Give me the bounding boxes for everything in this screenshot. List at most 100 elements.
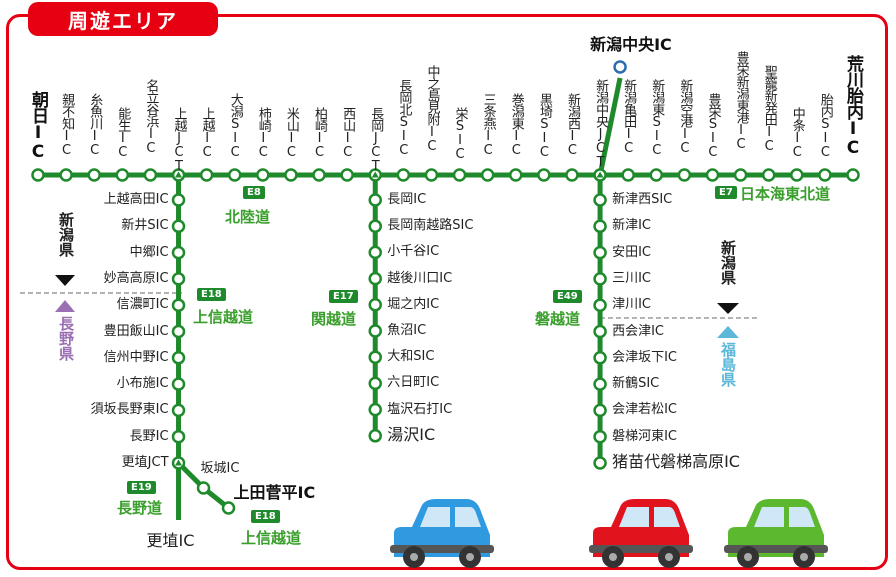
label-kanetsu-8: 塩沢石打IC [387,401,453,417]
label-joshinetsu-1: 新井SIC [121,218,169,234]
station-kanetsu-0 [368,193,382,207]
station-main-19 [565,168,579,182]
label-main-8: 柿崎IC [255,107,271,159]
label-joshinetsu-8: 須坂長野東IC [90,402,169,418]
road-code-e17: E17 [329,290,358,303]
label-banetsu-2: 安田IC [612,244,651,260]
station-main-14 [424,168,439,182]
arrow-niigata-east [717,303,739,314]
station-main-18 [537,168,551,182]
label-banetsu-5: 西会津IC [612,323,664,339]
station-joshinetsu-5 [171,324,186,339]
label-main-16: 三条燕IC [480,93,496,157]
label-main-29: 荒川胎内IC [843,55,863,157]
station-main-6 [199,168,214,182]
road-code-e8: E8 [243,186,265,199]
station-main-23 [677,168,692,182]
station-main-12-mark [371,171,379,178]
station-sakaki-ic [196,481,211,495]
label-main-3: 能生IC [115,107,131,159]
station-banetsu-6 [593,351,607,365]
car-icon-0 [390,499,494,568]
label-main-9: 米山IC [283,107,299,159]
label-main-24: 豊栄SIC [705,93,721,159]
label-main-6: 上越IC [199,107,215,159]
niigata-chuo-spur-line [597,77,623,176]
label-joshinetsu-9: 長野IC [129,428,169,444]
label-main-25: 豊栄新潟東港IC [733,51,749,151]
label-banetsu-1: 新津IC [612,218,651,234]
label-banetsu-0: 新津西SIC [612,192,673,207]
station-main-22 [649,168,664,182]
label-main-5: 上越JCT [171,107,187,173]
label-main-11: 西山IC [340,107,356,159]
station-main-4 [143,168,158,182]
station-main-24 [705,168,720,182]
station-main-11 [340,168,354,182]
label-banetsu-10: 猪苗代磐梯高原IC [612,452,740,471]
label-kanetsu-4: 堀之内IC [387,296,440,312]
station-banetsu-1 [593,219,607,234]
station-main-15 [452,168,467,182]
label-banetsu-4: 津川IC [612,297,651,313]
station-joshinetsu-9 [171,429,186,444]
label-main-22: 新潟東SIC [649,79,665,157]
area-title: 周遊エリア [28,2,218,36]
station-joshinetsu-0 [171,193,186,207]
station-kanetsu-2 [368,245,382,260]
station-joshinetsu-3 [171,272,186,286]
station-main-17 [509,168,523,182]
label-niigata-chuo-ic: 新潟中央IC [590,35,672,54]
label-main-0: 朝日IC [28,91,48,161]
road-code-e18-lower: E18 [251,510,280,523]
label-kanetsu-1: 長岡南越路SIC [387,218,474,234]
station-main-10 [312,168,326,182]
station-banetsu-10 [593,456,607,470]
label-main-28: 胎内SIC [817,93,833,159]
label-main-12: 長岡JCT [368,107,384,173]
road-code-e7: E7 [715,186,737,199]
label-banetsu-8: 会津若松IC [612,402,677,418]
station-kanetsu-5 [368,324,382,338]
label-banetsu-7: 新鶴SIC [612,376,660,392]
station-joshinetsu-1 [171,219,186,234]
label-koshoku-ic: 更埴IC [146,531,195,550]
station-kanetsu-6 [368,350,382,364]
station-kanetsu-1 [368,219,382,233]
label-joshinetsu-5: 豊田飯山IC [103,323,169,339]
road-code-e19: E19 [127,481,156,494]
road-name-joshinetsu: 上信越道 [193,308,254,326]
station-kanetsu-9 [368,429,382,443]
label-main-13: 長岡北SIC [396,79,412,157]
road-name-hokuriku: 北陸道 [225,208,271,226]
road-name-nagano: 長野道 [117,499,163,517]
label-main-4: 名立谷浜IC [143,79,159,155]
car-icon-2 [724,499,828,568]
station-main-1 [59,168,73,182]
label-main-17: 巻潟東IC [508,93,524,157]
road-code-e18: E18 [197,288,226,301]
label-banetsu-6: 会津坂下IC [612,349,677,365]
station-main-2 [87,168,101,182]
pref-niigata-east: 新潟県 [719,240,737,285]
station-joshinetsu-2 [171,245,186,260]
label-main-18: 黒埼SIC [536,93,552,159]
area-frame [6,14,888,570]
label-main-23: 新潟空港IC [677,79,693,155]
station-main-29 [846,168,860,182]
station-kanetsu-8 [368,402,382,417]
label-main-14: 中之島見附IC [424,65,440,153]
label-sakaki-ic: 坂城IC [200,461,240,476]
arrow-nagano [55,300,75,312]
label-main-27: 中条IC [789,107,805,159]
station-ueda-sugadaira-ic [221,501,236,515]
arrow-fukushima [717,326,739,338]
station-joshinetsu-8 [171,403,186,418]
station-main-5-mark [175,171,183,178]
station-main-21 [621,168,635,182]
station-banetsu-5 [593,324,607,339]
station-banetsu-8 [593,403,607,418]
label-main-19: 新潟西IC [564,93,580,157]
label-kanetsu-3: 越後川口IC [387,270,453,286]
